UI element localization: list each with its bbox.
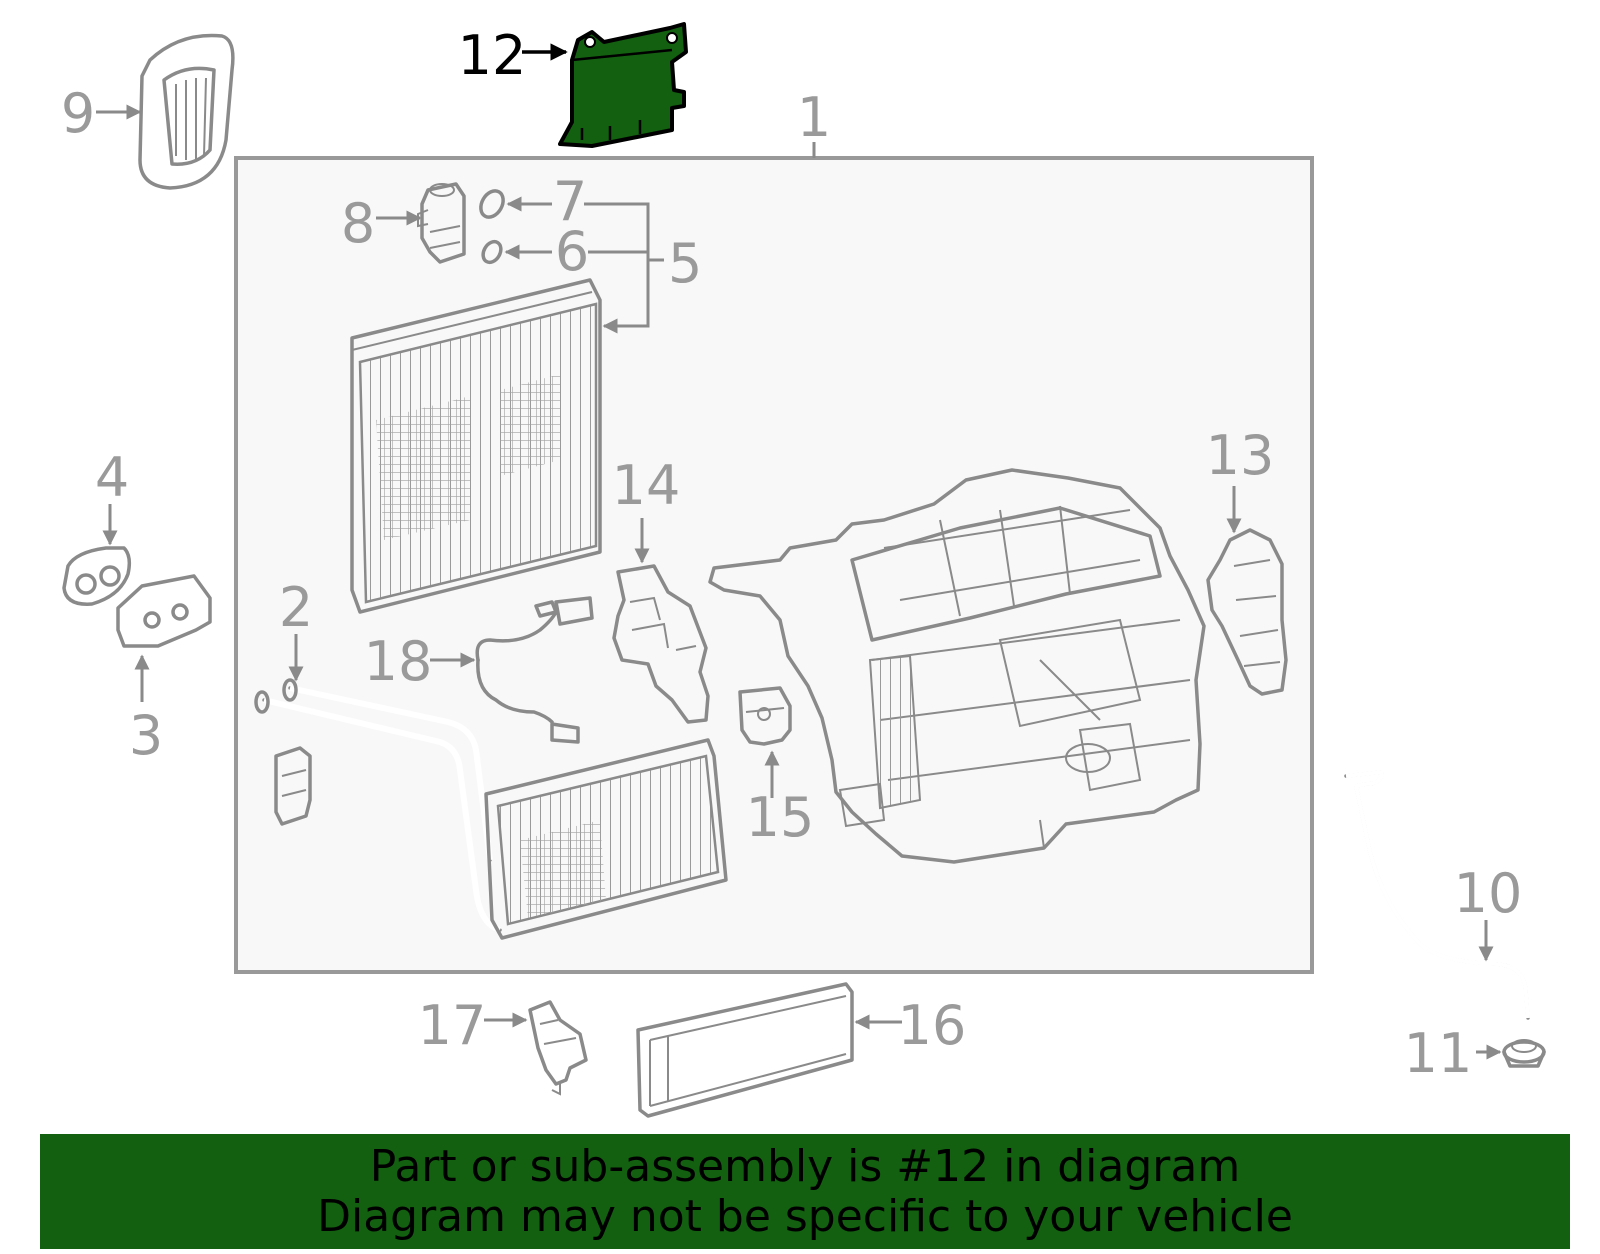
part-12-module[interactable] (558, 22, 688, 148)
callout-1: 1 (797, 86, 831, 149)
callout-6: 6 (555, 220, 589, 283)
callout-3: 3 (129, 704, 163, 767)
callout-15: 15 (746, 786, 815, 849)
part-6-oring[interactable] (480, 238, 505, 265)
part-4-gasket[interactable] (62, 546, 132, 606)
pipe-clip (274, 746, 312, 826)
callout-8: 8 (341, 192, 375, 255)
callout-14: 14 (612, 454, 681, 517)
banner-line-1: Part or sub-assembly is #12 in diagram (369, 1140, 1241, 1192)
banner-line-2: Diagram may not be specific to your vehi… (317, 1190, 1293, 1242)
part-17-clip[interactable] (528, 1000, 588, 1096)
part-5-evaporator[interactable] (350, 278, 602, 614)
callout-13: 13 (1206, 424, 1275, 487)
part-13-bracket[interactable] (1206, 528, 1288, 696)
part-15-servo[interactable] (738, 686, 792, 746)
callout-7: 7 (553, 170, 587, 233)
part-11-grommet[interactable] (1502, 1039, 1546, 1068)
callout-5: 5 (668, 232, 702, 295)
part-18-harness[interactable] (475, 596, 594, 744)
part-3-plate[interactable] (116, 574, 212, 648)
part-16-filter[interactable] (636, 982, 854, 1118)
callout-9: 9 (61, 82, 95, 145)
hvac-housing (708, 468, 1206, 864)
callout-16: 16 (898, 994, 967, 1057)
info-banner: Part or sub-assembly is #12 in diagram D… (40, 1134, 1570, 1249)
part-9-duct[interactable] (138, 33, 235, 190)
part-7-oring[interactable] (476, 187, 507, 221)
callout-5-bracket (584, 202, 650, 334)
callout-2: 2 (279, 576, 313, 639)
callout-11: 11 (1404, 1022, 1473, 1085)
callout-4: 4 (95, 446, 129, 509)
callout-18: 18 (364, 630, 433, 693)
part-14-actuator[interactable] (612, 564, 710, 724)
callout-17: 17 (418, 994, 487, 1057)
part-2-heater-core[interactable] (254, 678, 728, 940)
callout-10: 10 (1454, 862, 1523, 925)
callout-12: 12 (458, 24, 527, 87)
part-10-drain-hose[interactable] (1344, 769, 1530, 1020)
